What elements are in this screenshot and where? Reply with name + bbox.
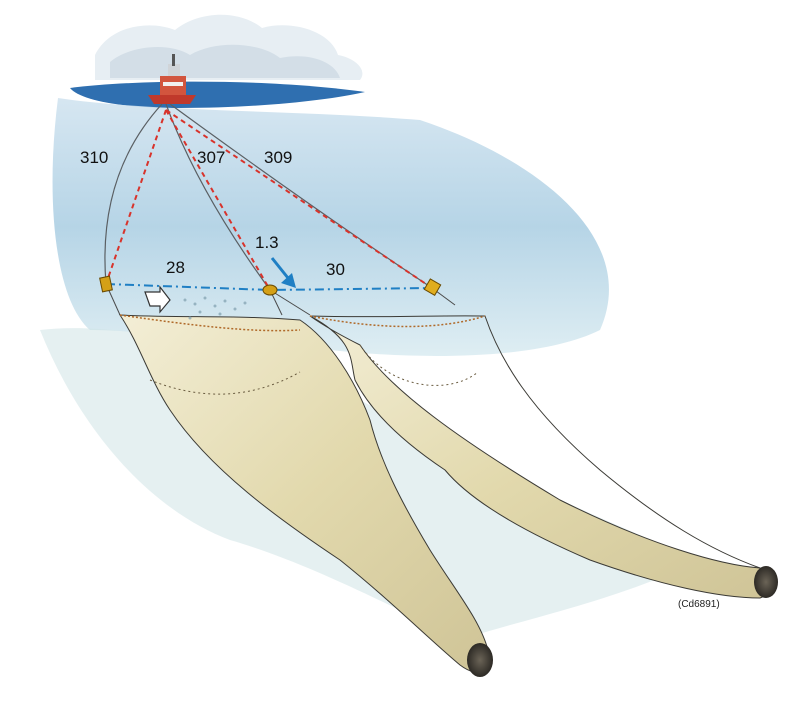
- warp-length-right-label: 309: [264, 148, 292, 168]
- spread-left-label: 28: [166, 258, 185, 278]
- sky: [95, 15, 362, 80]
- warp-length-middle-label: 307: [197, 148, 225, 168]
- figure-code: (Cd6891): [678, 599, 720, 610]
- spread-right-label: 30: [326, 260, 345, 280]
- warp-length-left-label: 310: [80, 148, 108, 168]
- sea-surface: [70, 82, 365, 108]
- gap-label: 1.3: [255, 233, 279, 253]
